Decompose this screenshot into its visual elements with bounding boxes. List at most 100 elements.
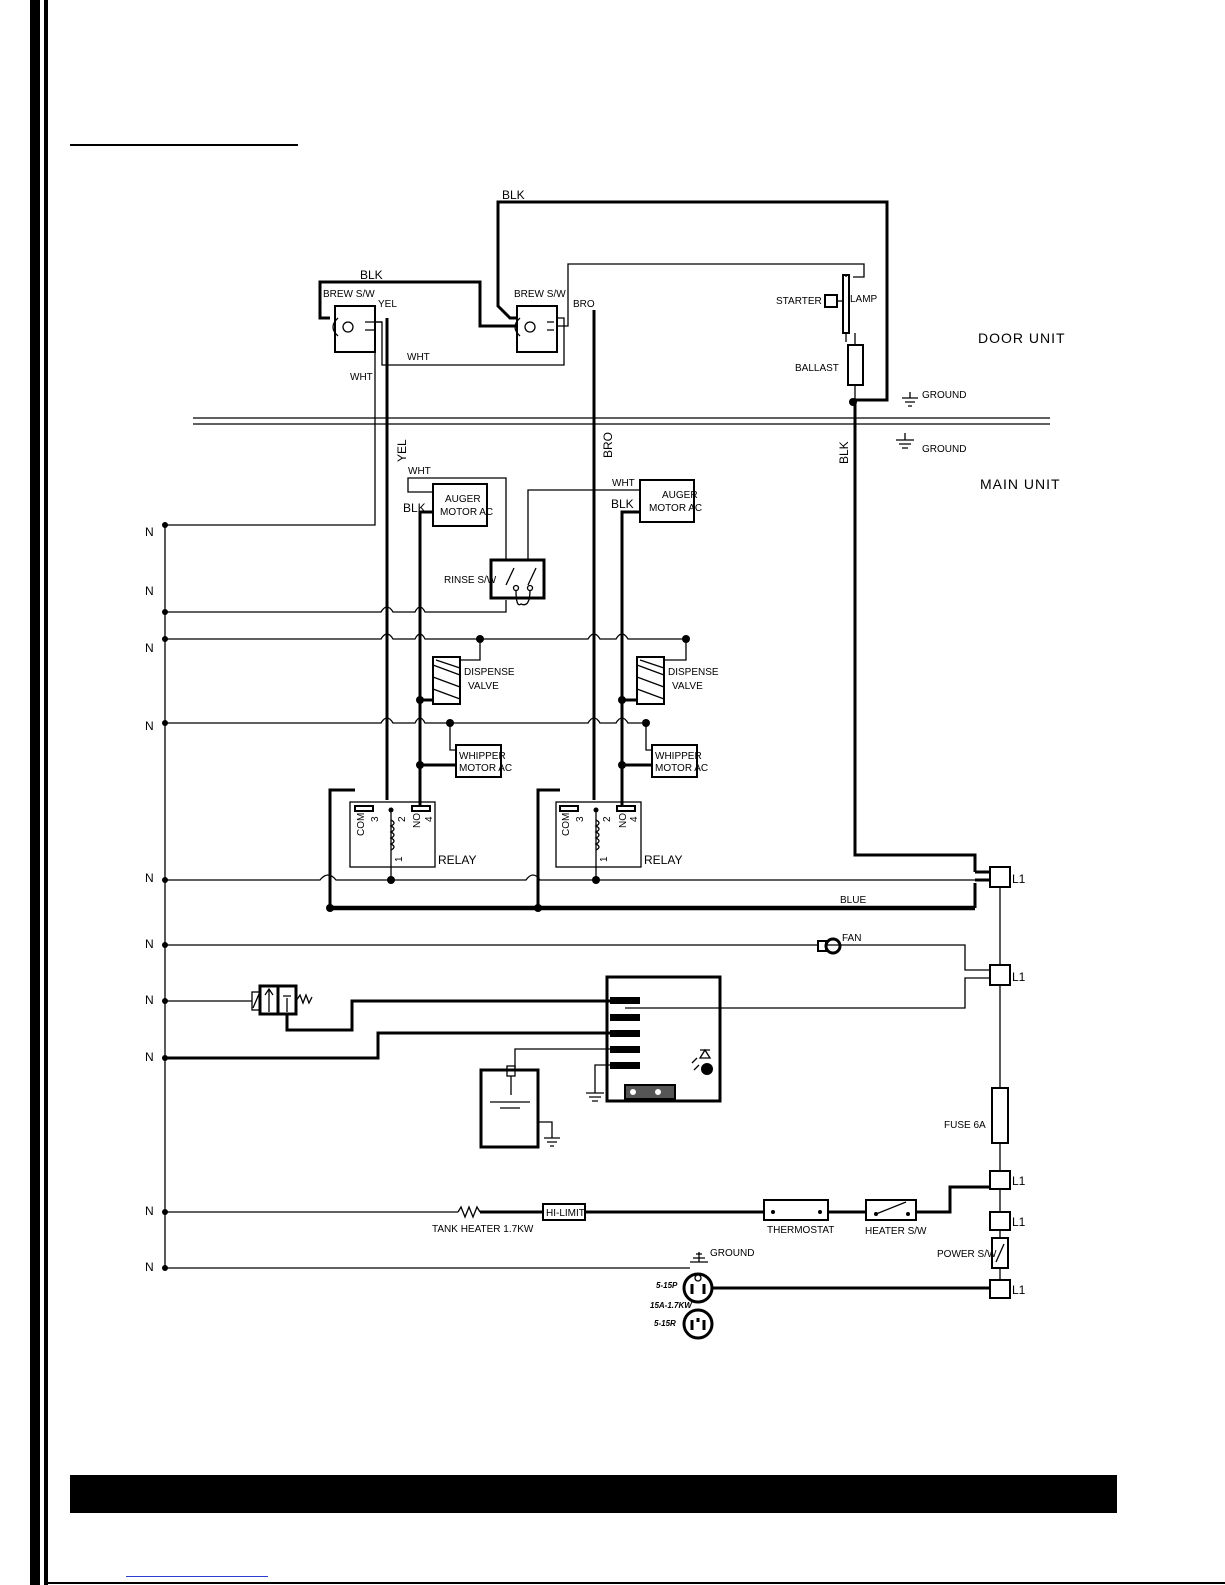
label-wht-mid: WHT — [407, 352, 430, 363]
label-blk-vertical: BLK — [837, 441, 851, 464]
label-n-10: N — [145, 1260, 154, 1274]
brew-switch-middle — [514, 305, 558, 353]
label-relay-pin3-left: 3 — [370, 816, 381, 822]
footer-bar — [70, 1475, 1117, 1513]
junction-whipper-left — [446, 719, 454, 727]
label-relay-com-right: COM — [561, 813, 572, 836]
neutral-lines — [165, 600, 975, 1269]
label-door-unit: DOOR UNIT — [978, 330, 1066, 346]
label-bro-vertical: BRO — [601, 432, 615, 458]
label-relay-pin4-right: 4 — [629, 816, 640, 822]
relay-right — [536, 788, 642, 908]
label-dispense-right-1: DISPENSE — [668, 667, 719, 678]
label-whipper-left-2: MOTOR AC — [459, 763, 512, 774]
label-n-6: N — [145, 937, 154, 951]
label-dispense-left-2: VALVE — [468, 681, 499, 692]
label-blk-left: BLK — [360, 268, 383, 282]
label-whipper-left-1: WHIPPER — [459, 751, 506, 762]
label-relay-pin2-left: 2 — [397, 816, 408, 822]
junction-dispense-left — [476, 635, 484, 643]
label-relay-pin1-left: 1 — [394, 856, 405, 862]
dispense-valve-right — [622, 639, 687, 705]
label-wht-auger-right: WHT — [612, 478, 635, 489]
label-fan: FAN — [842, 933, 861, 944]
unit-divider — [193, 417, 1050, 425]
label-thermostat: THERMOSTAT — [767, 1225, 834, 1236]
label-auger-left-1: AUGER — [445, 494, 481, 505]
bottom-link-underline — [126, 1576, 268, 1577]
label-brew-sw-left: BREW S/W — [323, 289, 375, 300]
label-l1-1: L1 — [1012, 872, 1026, 886]
lamp-assembly — [824, 274, 864, 400]
label-relay-pin1-right: 1 — [599, 856, 610, 862]
solenoid-valve — [251, 984, 625, 1032]
label-n-8: N — [145, 1050, 154, 1064]
label-relay-pin2-right: 2 — [602, 816, 613, 822]
label-n-5: N — [145, 871, 154, 885]
label-tank-heater: TANK HEATER 1.7KW — [432, 1224, 534, 1235]
rinse-switch — [489, 558, 546, 606]
junction-dispense-right — [682, 635, 690, 643]
label-ballast: BALLAST — [795, 363, 839, 374]
label-auger-right-2: MOTOR AC — [649, 503, 702, 514]
dispense-valve-left — [420, 639, 481, 705]
label-blk-auger-left: BLK — [403, 501, 426, 515]
junction-blue-2 — [534, 904, 542, 912]
label-hi-limit: HI-LIMIT — [546, 1208, 585, 1219]
whipper-motor-left — [420, 723, 502, 778]
junction-whipper-right-2 — [618, 761, 626, 769]
l1-column — [625, 866, 1011, 1299]
label-l1-3: L1 — [1012, 1174, 1026, 1188]
label-auger-right-1: AUGER — [662, 490, 698, 501]
label-n-9: N — [145, 1204, 154, 1218]
door-blk-loop — [318, 200, 889, 402]
auger-motor-left — [407, 477, 507, 805]
label-fuse: FUSE 6A — [944, 1120, 986, 1131]
title-underline — [70, 144, 298, 146]
relay-left — [328, 788, 436, 908]
label-wht-left: WHT — [350, 372, 373, 383]
label-plug-5-15p: 5-15P — [656, 1281, 678, 1290]
label-relay-no-left: NO — [412, 813, 423, 828]
label-n-4: N — [145, 719, 154, 733]
label-starter: STARTER — [776, 296, 822, 307]
junction-whipper-left-2 — [416, 761, 424, 769]
label-n-7: N — [145, 993, 154, 1007]
blue-bus — [330, 883, 977, 911]
label-relay-pin3-right: 3 — [575, 816, 586, 822]
label-blk-auger-right: BLK — [611, 497, 634, 511]
label-yel-top: YEL — [378, 299, 397, 310]
junction-relay-left — [387, 876, 395, 884]
label-l1-5: L1 — [1012, 1283, 1026, 1297]
label-ground-plug: GROUND — [710, 1248, 754, 1259]
label-relay-right: RELAY — [644, 853, 682, 867]
label-ground-main: GROUND — [922, 444, 966, 455]
label-main-unit: MAIN UNIT — [980, 476, 1061, 492]
heater-row — [457, 1185, 990, 1221]
label-blk-top: BLK — [502, 188, 525, 202]
label-power-sw: POWER S/W — [937, 1249, 997, 1260]
label-whipper-right-1: WHIPPER — [655, 751, 702, 762]
junction-dispense-left-2 — [416, 696, 424, 704]
junction-whipper-right — [642, 719, 650, 727]
label-ground-door: GROUND — [922, 390, 966, 401]
label-l1-2: L1 — [1012, 970, 1026, 984]
label-l1-4: L1 — [1012, 1215, 1026, 1229]
label-dispense-right-2: VALVE — [672, 681, 703, 692]
label-auger-left-2: MOTOR AC — [440, 507, 493, 518]
label-lamp: LAMP — [850, 294, 878, 305]
whipper-motor-right — [622, 723, 698, 778]
plug-receptacle — [682, 1252, 990, 1340]
fan — [817, 937, 842, 955]
junction-blue-1 — [326, 904, 334, 912]
label-heater-sw: HEATER S/W — [865, 1226, 927, 1237]
label-relay-left: RELAY — [438, 853, 476, 867]
ground-main-symbol — [896, 433, 914, 449]
label-relay-no-right: NO — [618, 813, 629, 828]
control-board — [165, 975, 722, 1103]
bottom-rule — [48, 1582, 1225, 1584]
label-yel-vertical: YEL — [395, 439, 409, 462]
junction-dispense-right-2 — [618, 696, 626, 704]
